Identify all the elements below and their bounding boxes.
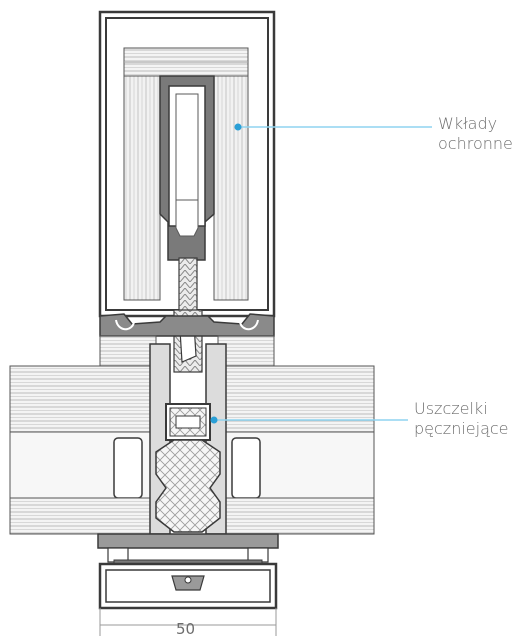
central-stem <box>159 75 215 261</box>
callout-leader-inserts <box>234 123 432 131</box>
frame-left <box>9 335 157 535</box>
cover-clip <box>99 313 275 337</box>
end-cap-profile <box>98 562 278 610</box>
protective-insert-right <box>213 75 249 301</box>
callout-leader-seals <box>210 416 408 424</box>
callout-swelling-seals-line2: pęczniejące <box>414 419 509 438</box>
thermal-break <box>155 439 221 533</box>
callout-swelling-seals-line1: Uszczelki <box>414 399 488 418</box>
callout-protective-inserts-line2: ochronne <box>438 134 513 153</box>
callout-swelling-seals: Uszczelki pęczniejące <box>414 399 509 439</box>
frame-right <box>217 335 375 535</box>
callout-protective-inserts-line1: Wkłady <box>438 114 498 133</box>
dimension-width-label: 50 <box>176 620 196 638</box>
protective-insert-left <box>123 75 161 301</box>
bottom-clamp <box>97 533 279 567</box>
callout-protective-inserts: Wkłady ochronne <box>438 114 513 154</box>
dimension-line <box>99 608 277 636</box>
swelling-seal <box>165 403 211 441</box>
